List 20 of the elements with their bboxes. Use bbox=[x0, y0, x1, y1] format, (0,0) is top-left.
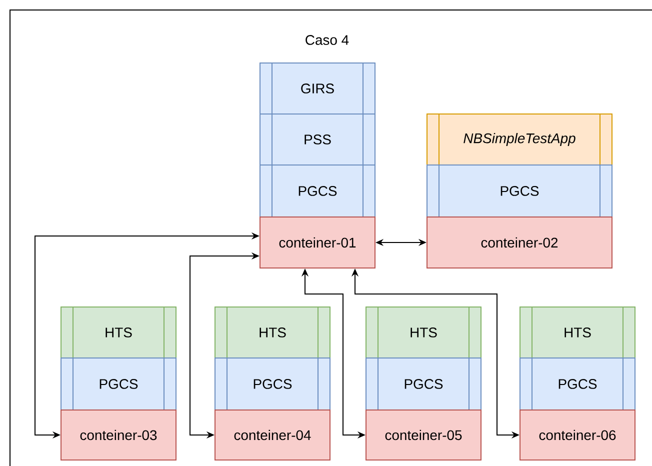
title: Caso 4 bbox=[306, 35, 349, 45]
process-box: PGCS bbox=[426, 164, 612, 218]
container-box: conteiner-03 bbox=[60, 410, 176, 460]
process-box: HTS bbox=[214, 306, 330, 358]
process-box: PGCS bbox=[366, 358, 482, 410]
container-box: conteiner-05 bbox=[366, 410, 482, 460]
process-box: PSS bbox=[260, 114, 376, 166]
process-box: PGCS bbox=[60, 358, 176, 410]
process-box: HTS bbox=[366, 306, 482, 358]
process-box: PGCS bbox=[520, 358, 636, 410]
process-box: HTS bbox=[520, 306, 636, 358]
process-box: NBSimpleTestApp bbox=[426, 114, 612, 166]
process-box: PGCS bbox=[260, 164, 376, 218]
container-box: conteiner-04 bbox=[214, 410, 330, 460]
container-box: conteiner-02 bbox=[426, 216, 612, 268]
process-box: GIRS bbox=[260, 62, 376, 114]
container-box: conteiner-01 bbox=[260, 216, 376, 268]
process-box: PGCS bbox=[214, 358, 330, 410]
process-box: HTS bbox=[60, 306, 176, 358]
container-box: conteiner-06 bbox=[520, 410, 636, 460]
